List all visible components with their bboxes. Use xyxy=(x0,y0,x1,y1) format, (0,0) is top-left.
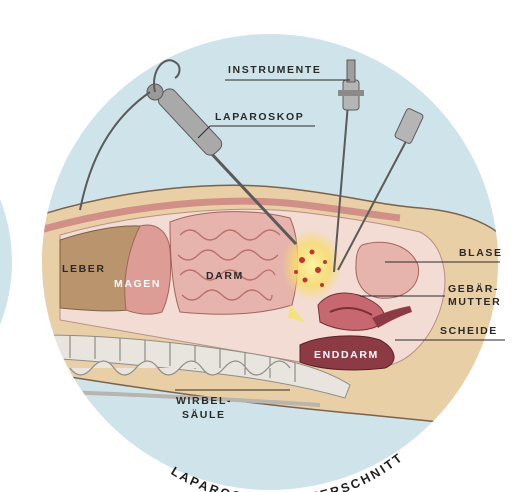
label-magen: MAGEN xyxy=(114,278,161,290)
label-blase: BLASE xyxy=(459,247,503,259)
label-enddarm: ENDDARM xyxy=(314,349,379,361)
label-instrumente: INSTRUMENTE xyxy=(228,64,321,76)
label-gebaermutter-1: GEBÄR- xyxy=(448,282,499,295)
label-scheide: SCHEIDE xyxy=(440,325,498,337)
label-wirbelsaeule-1: WIRBEL- xyxy=(176,395,232,407)
label-leber: LEBER xyxy=(62,263,106,275)
label-laparoskop: LAPAROSKOP xyxy=(215,111,304,123)
left-edge-circle xyxy=(0,90,12,434)
label-gebaermutter-2: MUTTER xyxy=(448,296,501,308)
label-wirbelsaeule-2: SÄULE xyxy=(182,408,226,421)
label-darm: DARM xyxy=(206,270,244,282)
